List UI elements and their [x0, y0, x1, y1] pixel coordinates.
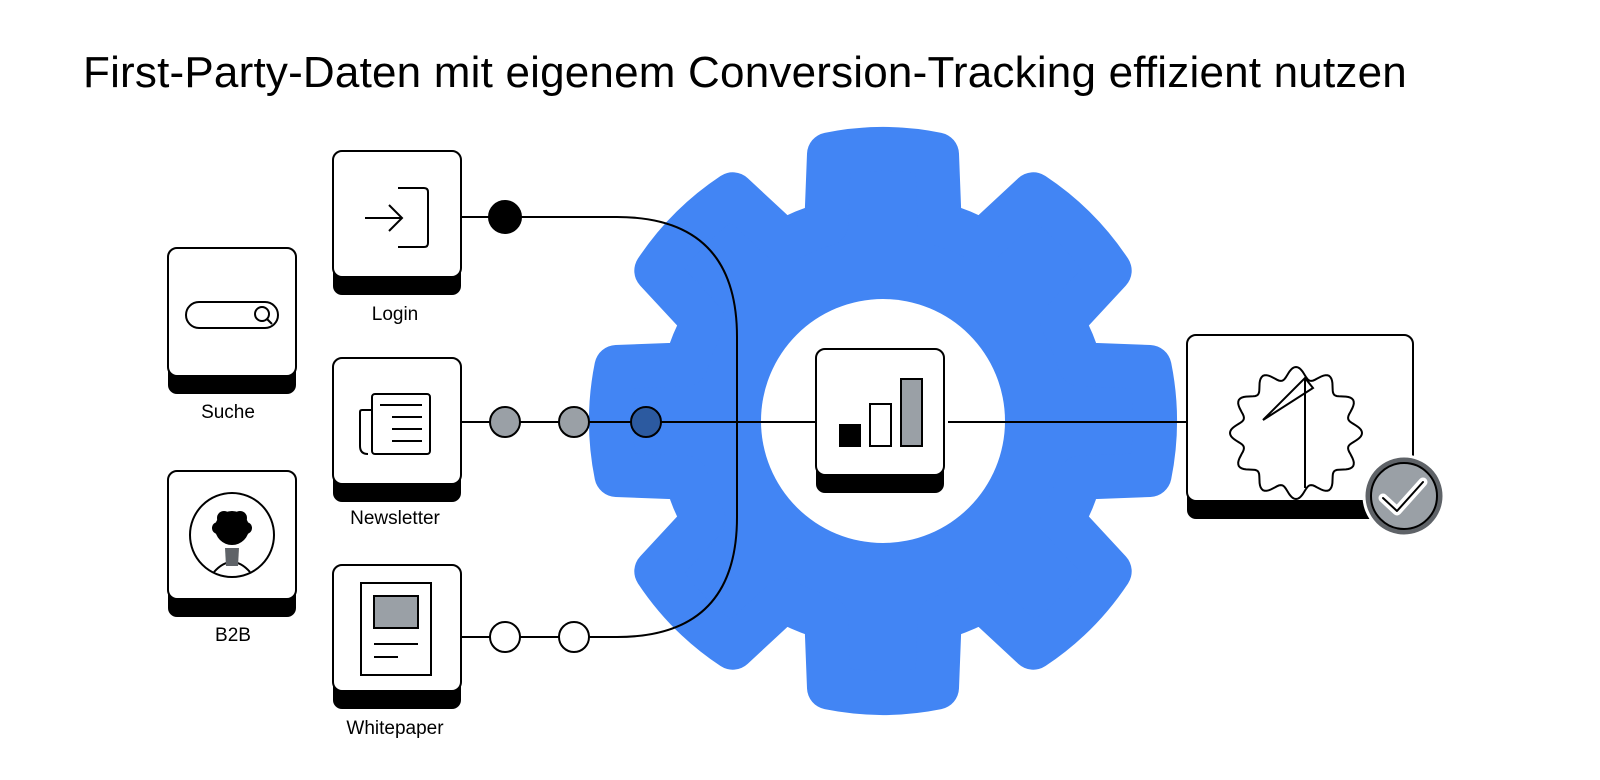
login-arrow-icon — [365, 187, 429, 248]
newspaper-icon — [359, 393, 431, 455]
card-b2b: B2B — [167, 470, 297, 646]
result-card — [1186, 334, 1446, 538]
diagram-title: First-Party-Daten mit eigenem Conversion… — [83, 48, 1407, 97]
center-card — [815, 348, 945, 493]
card-login: Login — [332, 150, 462, 325]
card-newsletter: Newsletter — [332, 357, 462, 529]
search-bar-icon — [185, 301, 279, 329]
dot-newsletter-2 — [558, 406, 590, 438]
label-suche: Suche — [201, 402, 255, 423]
label-whitepaper: Whitepaper — [346, 718, 444, 739]
label-login: Login — [372, 304, 419, 325]
dot-whitepaper-1 — [489, 621, 521, 653]
dot-newsletter-3 — [630, 406, 662, 438]
connection-dots — [488, 200, 662, 653]
card-suche: Suche — [167, 247, 297, 423]
person-avatar-icon — [189, 492, 275, 578]
dot-whitepaper-2 — [558, 621, 590, 653]
document-icon — [360, 582, 432, 676]
verified-badge-icon — [1228, 365, 1364, 501]
dot-newsletter-1 — [489, 406, 521, 438]
label-newsletter: Newsletter — [350, 508, 440, 529]
connector-login — [462, 216, 738, 638]
dot-login — [488, 200, 522, 234]
check-icon — [1362, 454, 1446, 538]
label-b2b: B2B — [215, 625, 251, 646]
card-whitepaper: Whitepaper — [332, 564, 462, 739]
bar-chart-icon — [839, 378, 923, 447]
